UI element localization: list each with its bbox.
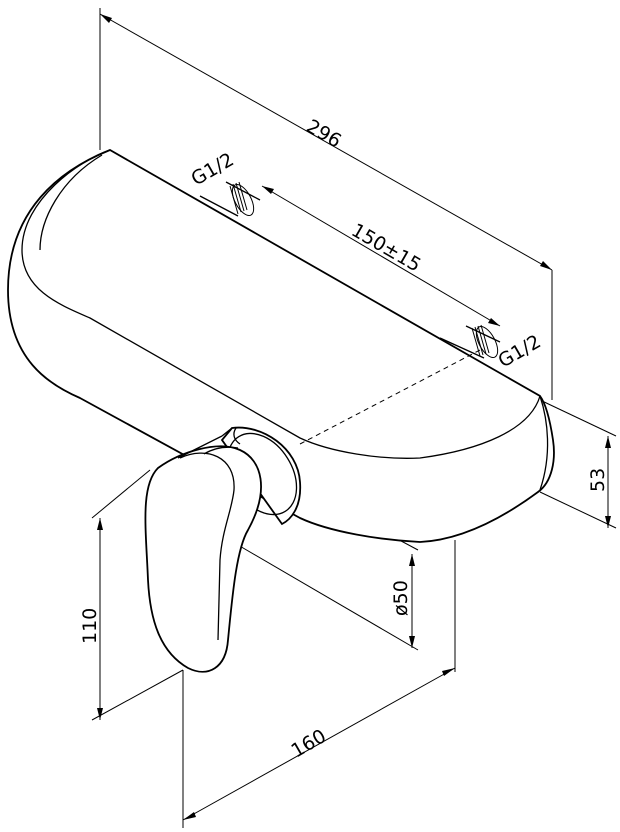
lever-handle (144, 427, 262, 673)
thread-right-connection (439, 324, 501, 359)
dim-total-length: 296 (303, 115, 345, 152)
dim-rosette-diameter: ø50 (390, 580, 412, 616)
dim-connection-spacing: 150±15 (348, 219, 425, 276)
dim-lever-height: 110 (79, 608, 101, 644)
dim-thread-right: G1/2 (495, 331, 545, 373)
mixer-body (7, 149, 555, 543)
dim-body-height: 53 (587, 468, 609, 492)
thread-left-connection (199, 181, 261, 217)
dimension-lines (97, 13, 611, 821)
centre-axis (299, 349, 481, 445)
dim-depth: 160 (288, 725, 330, 762)
